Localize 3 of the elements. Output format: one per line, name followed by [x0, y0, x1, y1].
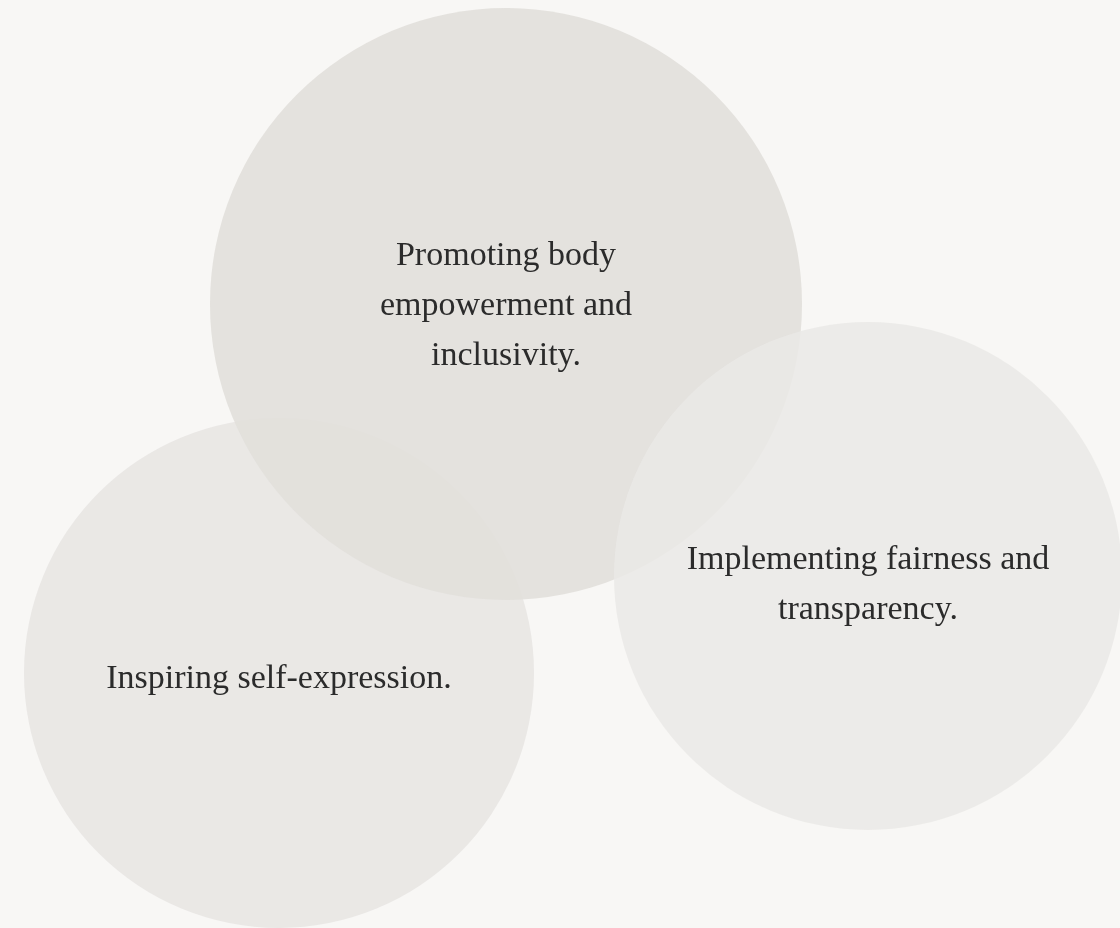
circle-label: Promoting body empowerment and inclusivity. — [378, 234, 634, 374]
circle-label: Inspiring self-expression. — [106, 657, 452, 697]
circle-label: Implementing fairness and transparency. — [685, 538, 1051, 628]
